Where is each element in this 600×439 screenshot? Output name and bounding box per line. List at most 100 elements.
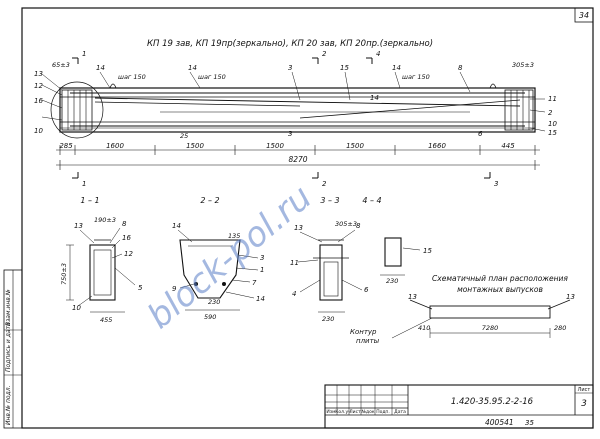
cut-1-top: 1 [82,50,86,58]
s1-dim-width: 455 [100,316,112,324]
dim-total: 8270 [288,155,307,164]
cut-2-bottom: 2 [322,180,327,188]
callout-15-a: 15 [340,64,349,72]
watermark: block-pol.ru [140,177,319,337]
sheet-number: 34 [579,11,589,20]
s3-callout-6: 6 [364,286,369,294]
section-3-title: 3 – 3 [320,196,339,205]
stamp-h-1: Изм [326,409,335,415]
s1-dim-height: 750±3 [60,263,68,285]
s2-dim-top: 135 [228,232,240,240]
s3-callout-4: 4 [292,290,296,298]
stamp-h-6: Дата [394,409,406,415]
pitch-label-2: шаг 150 [198,73,226,81]
s2-callout-14b: 14 [256,295,265,303]
callout-14-d: 14 [370,94,379,102]
dim-285: 285 [59,142,73,150]
section-2-drawing [177,229,259,311]
contour-label: Контур [350,328,377,336]
dim-1660: 1660 [428,142,446,150]
s2-callout-3: 3 [260,254,264,262]
dim-top-right: 305±3 [512,61,534,69]
s4-callout-15: 15 [423,247,432,255]
cut-3-bottom: 3 [494,180,498,188]
drawing-title: КП 19 зав, КП 19пр(зеркально), КП 20 зав… [147,39,433,49]
dim-445: 445 [501,142,515,150]
callout-3-a: 3 [288,64,292,72]
dim-1500-a: 1500 [186,142,204,150]
scheme-title: Схематичный план расположения [432,274,568,283]
s1-callout-16: 16 [122,234,131,242]
s3-callout-11: 11 [290,259,299,267]
section-4-drawing [380,237,421,276]
sheet-index: 3 [581,399,587,409]
scheme-dim-right: 280 [554,324,566,332]
section-2-title: 2 – 2 [200,196,219,205]
callout-3-b: 3 [288,130,292,138]
section-1-drawing [66,227,136,313]
footer-suffix: 35 [525,419,534,427]
pitch-label-1: шаг 150 [118,73,146,81]
dim-top-left: 65±3 [52,61,70,69]
callout-6: 6 [478,130,483,138]
callout-2: 2 [548,109,553,117]
s3-dim-width: 230 [322,315,334,323]
cut-marks [72,57,491,179]
callout-leaders [41,71,546,132]
s1-callout-12: 12 [124,250,133,258]
s1-callout-13: 13 [74,222,83,230]
callout-14-c: 14 [392,64,401,72]
s2-dim-side: 230 [208,298,220,306]
s2-callout-14: 14 [172,222,181,230]
side-label-3: Взам.инв.№ [5,289,12,326]
stamp-h-4: №док [361,409,375,415]
footer-number: 400541 [485,418,514,427]
doc-code: 1.420-35.95.2-2-16 [451,397,534,407]
callout-14-a: 14 [96,64,105,72]
s1-callout-5: 5 [138,284,143,292]
callout-8: 8 [458,64,463,72]
stamp-h-5: Подп. [376,409,390,415]
scheme-dim-main: 7280 [482,324,499,332]
s1-callout-10: 10 [72,304,81,312]
dim-1500-b: 1500 [266,142,284,150]
dim-1500-c: 1500 [346,142,364,150]
callout-16-left: 16 [34,97,43,105]
scheme-dim-left: 410 [418,324,430,332]
cut-2-top: 2 [322,50,327,58]
callout-13-left: 13 [34,70,43,78]
stamp-h-2: Кол.уч [335,409,351,415]
sheet-number-box [574,7,594,23]
callout-15-b: 15 [548,129,557,137]
sheet-label: Лист [578,387,591,393]
s1-callout-8: 8 [122,220,127,228]
scheme-drawing [391,299,571,339]
section-4-title: 4 – 4 [362,196,381,205]
pitch-label-3: шаг 150 [402,73,430,81]
s1-dim-top: 190±3 [94,216,116,224]
s2-dim-width: 590 [204,313,216,321]
s4-dim: 230 [386,277,398,285]
cut-1-bottom: 1 [82,180,86,188]
beam-elevation [50,81,536,139]
cut-4-top: 4 [376,50,380,58]
s3-dim-top: 305±3 [335,220,357,228]
section-3-drawing [297,229,363,313]
dim-mid: 25 [180,132,188,140]
title-block [324,384,594,429]
s2-callout-9: 9 [172,285,177,293]
callout-12-left: 12 [34,82,43,90]
contour-label-2: плиты [356,337,380,345]
scheme-label-left: 13 [408,293,417,301]
s2-callout-7: 7 [252,279,257,287]
dim-1600-a: 1600 [106,142,124,150]
elevation-dimension-line [56,145,540,170]
s3-callout-13: 13 [294,224,303,232]
callout-11: 11 [548,95,557,103]
stamp-h-3: Лист [349,409,361,415]
callout-14-b: 14 [188,64,197,72]
s3-callout-8: 8 [356,222,361,230]
side-label-1: Инв.№ подл. [5,385,12,425]
